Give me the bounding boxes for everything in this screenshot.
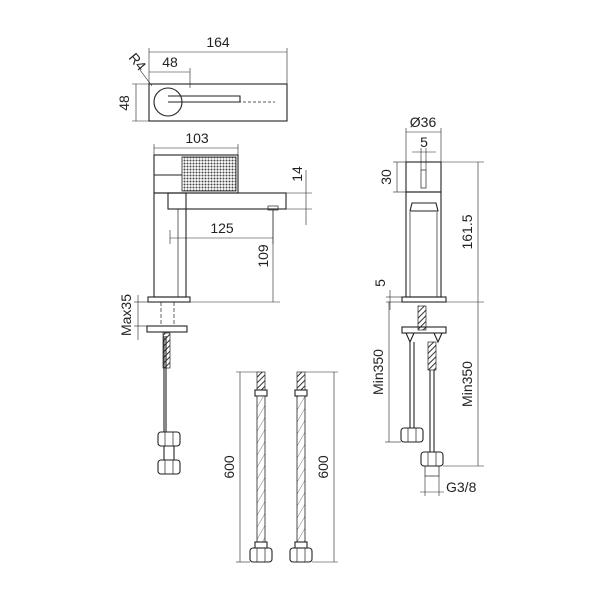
front-view-washer bbox=[401, 326, 447, 334]
label-top-handle-offset: 48 bbox=[162, 54, 178, 70]
label-front-base: 5 bbox=[372, 279, 388, 287]
label-front-min-left: Min350 bbox=[370, 349, 386, 395]
hose-right: 600 bbox=[289, 371, 338, 563]
side-view: 103 14 125 109 Max35 bbox=[118, 130, 312, 475]
hose-right-thread bbox=[296, 371, 306, 391]
label-front-slot: 5 bbox=[420, 134, 428, 150]
front-view-nut-left bbox=[400, 427, 424, 443]
label-side-body-length: 103 bbox=[185, 130, 209, 146]
label-side-spout-thickness: 14 bbox=[289, 166, 305, 182]
label-side-spout-height: 109 bbox=[255, 244, 271, 268]
front-view-hose-right-top bbox=[433, 332, 443, 344]
hose-right-fitting bbox=[294, 389, 308, 397]
label-side-max-deck: Max35 bbox=[118, 294, 134, 336]
label-front-total-height: 161.5 bbox=[459, 214, 475, 249]
label-top-length: 164 bbox=[206, 34, 230, 50]
label-front-handle-height: 30 bbox=[378, 169, 394, 185]
front-view-slot bbox=[420, 169, 427, 189]
side-view-washer bbox=[146, 325, 188, 333]
top-view-body bbox=[148, 83, 288, 122]
label-side-reach: 125 bbox=[210, 220, 234, 236]
label-hose-left-length: 600 bbox=[221, 455, 237, 479]
front-view-thread bbox=[417, 305, 427, 331]
front-view-hose-left-top bbox=[405, 332, 415, 344]
hose-left-fitting bbox=[254, 389, 268, 397]
top-view: 164 48 R4 48 bbox=[116, 34, 288, 122]
label-front-min-right: Min350 bbox=[459, 361, 475, 407]
side-view-knurling bbox=[181, 156, 237, 192]
front-view-base bbox=[401, 296, 447, 303]
front-view-outlet bbox=[409, 202, 439, 212]
front-view-handle bbox=[405, 161, 442, 193]
hose-right-braid bbox=[296, 395, 306, 543]
side-view-nut-upper bbox=[157, 431, 181, 447]
hose-left-braid bbox=[256, 395, 266, 543]
front-view-nut-right bbox=[420, 451, 444, 467]
label-top-radius: R4 bbox=[126, 50, 150, 74]
label-hose-right-length: 600 bbox=[315, 455, 331, 479]
top-view-lever bbox=[168, 95, 241, 103]
hose-left-nut bbox=[249, 547, 273, 563]
hose-right-nut bbox=[289, 547, 313, 563]
front-view: Ø36 5 30 161.5 5 Min350 Min350 G3/8 bbox=[370, 114, 484, 496]
hose-left-thread bbox=[256, 371, 266, 391]
label-top-height: 48 bbox=[116, 95, 132, 111]
side-view-base bbox=[147, 296, 191, 303]
hose-left: 600 bbox=[221, 371, 273, 563]
label-front-diameter: Ø36 bbox=[410, 114, 437, 130]
label-front-thread: G3/8 bbox=[446, 479, 477, 495]
side-view-nut-lower bbox=[157, 459, 181, 475]
